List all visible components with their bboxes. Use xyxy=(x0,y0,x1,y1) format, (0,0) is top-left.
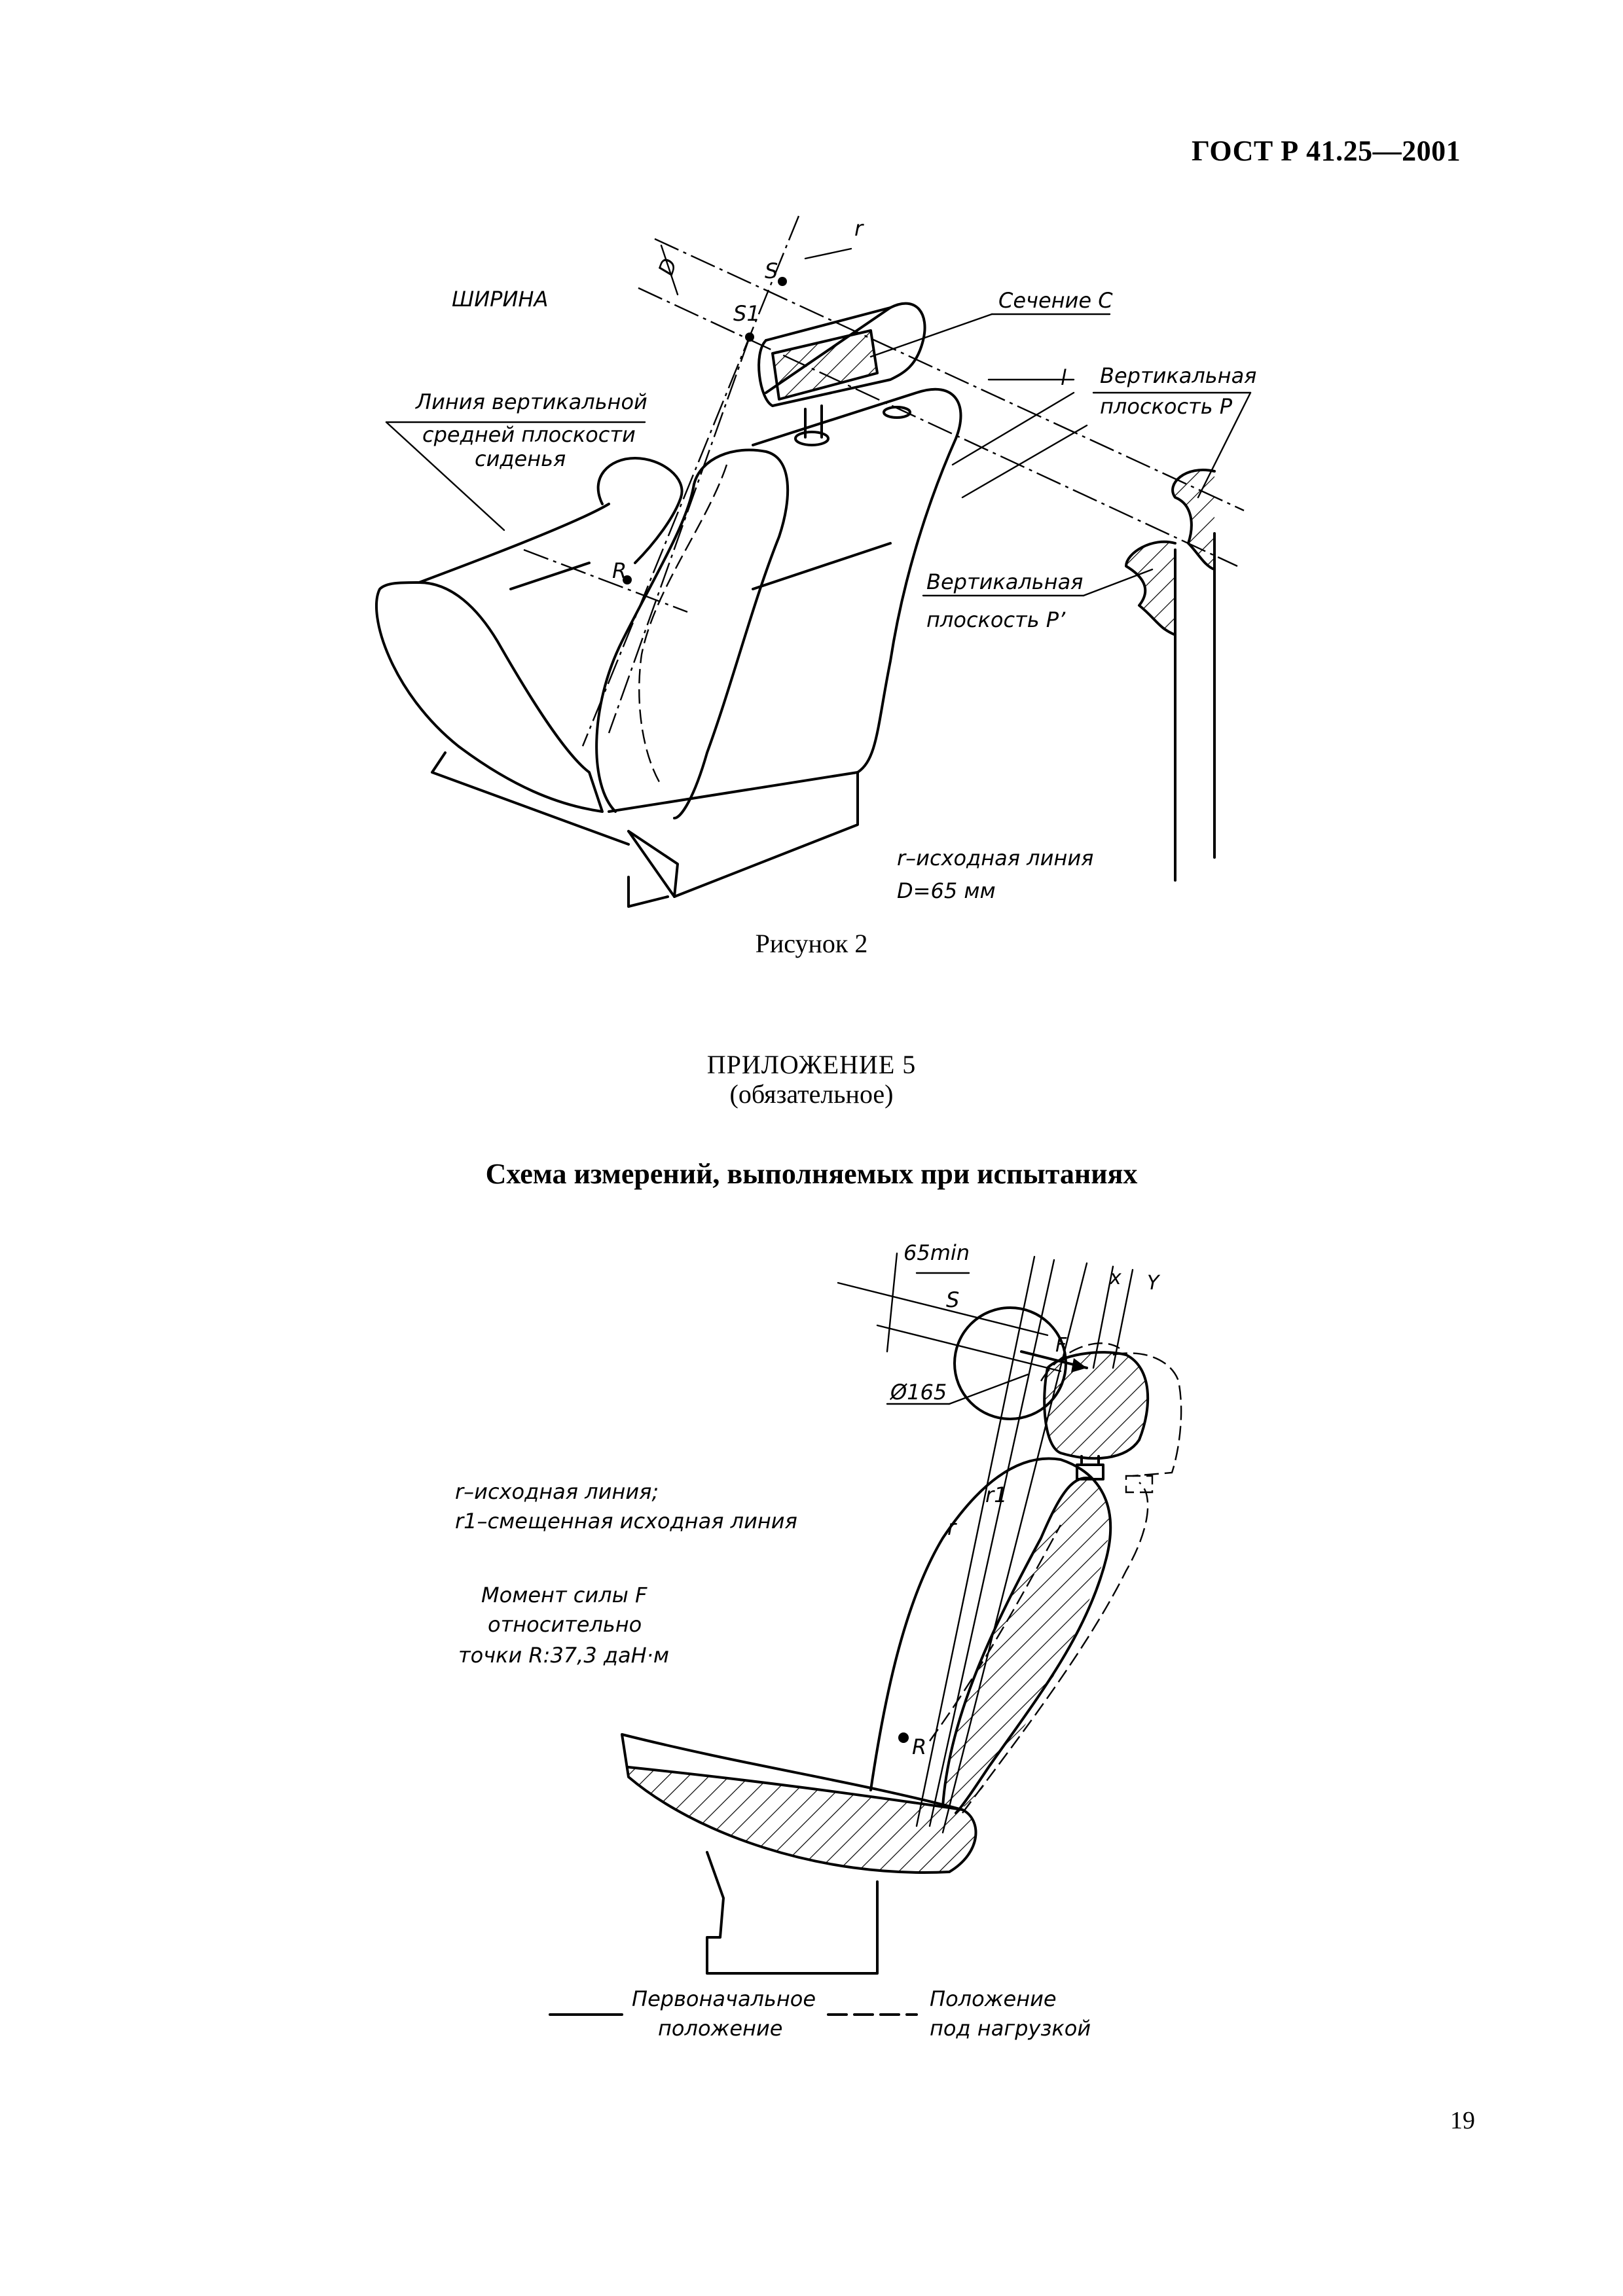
label-centerline-1: Линия вертикальной xyxy=(415,389,647,414)
wall-plane-lines xyxy=(1125,469,1216,882)
figure-2-caption: Рисунок 2 xyxy=(755,929,868,958)
label-plane-p2-2: плоскость P’ xyxy=(926,607,1066,632)
label-legend-d: D=65 мм xyxy=(897,878,996,903)
label-plane-p-2: плоскость P xyxy=(1100,394,1233,419)
seat-scheme xyxy=(621,1455,1149,1975)
label-R: R xyxy=(612,558,627,583)
label-plane-p-1: Вертикальная xyxy=(1100,363,1256,388)
label-moment-3: точки R:37,3 даН·м xyxy=(458,1643,669,1668)
label-l: l xyxy=(1061,365,1067,390)
label-F: F xyxy=(1055,1334,1067,1357)
label-legend-r: r–исходная линия xyxy=(897,846,1093,870)
label-legend-loaded-2: под нагрузкой xyxy=(930,2016,1091,2041)
label-S: S xyxy=(765,259,778,283)
label-r: r xyxy=(854,216,864,241)
label-scheme-r: r xyxy=(947,1515,957,1540)
label-legend-loaded-1: Положение xyxy=(930,1986,1057,2011)
label-centerline-3: сиденья xyxy=(475,446,566,471)
figure2-leaders xyxy=(385,313,1252,597)
appendix-subtitle: (обязательное) xyxy=(729,1079,894,1109)
headrest-figure2 xyxy=(757,302,926,446)
label-ref-line-shifted: r1–смещенная исходная линия xyxy=(455,1509,797,1534)
label-plane-p2-1: Вертикальная xyxy=(926,569,1083,594)
label-y: Y xyxy=(1147,1272,1161,1295)
figure2-reference-lines xyxy=(523,215,1245,747)
label-legend-initial-1: Первоначальное xyxy=(632,1986,816,2011)
label-ref-line: r–исходная линия; xyxy=(455,1479,659,1504)
label-centerline-2: средней плоскости xyxy=(422,422,636,447)
label-legend-initial-2: положение xyxy=(658,2016,782,2041)
label-moment-2: относительно xyxy=(488,1612,642,1637)
label-scheme-r1: r1 xyxy=(985,1482,1008,1507)
document-code: ГОСТ Р 41.25—2001 xyxy=(1192,135,1461,167)
label-65min: 65min xyxy=(903,1240,970,1265)
label-scheme-R: R xyxy=(912,1734,926,1759)
label-diameter: Ø165 xyxy=(889,1380,947,1405)
label-x: x xyxy=(1109,1266,1122,1289)
label-scheme-S: S xyxy=(946,1287,959,1312)
page-number: 19 xyxy=(1450,2107,1475,2134)
label-moment-1: Момент силы F xyxy=(481,1583,647,1607)
label-width: ШИРИНА xyxy=(452,287,548,312)
label-section: Сечение С xyxy=(998,288,1113,313)
headrest-scheme xyxy=(1040,1342,1182,1494)
appendix-title: ПРИЛОЖЕНИЕ 5 xyxy=(706,1050,917,1079)
seat-figure2 xyxy=(375,387,962,908)
label-S1: S1 xyxy=(733,301,760,326)
label-D: D xyxy=(653,255,682,278)
section-title: Схема измерений, выполняемых при испытан… xyxy=(485,1158,1138,1190)
